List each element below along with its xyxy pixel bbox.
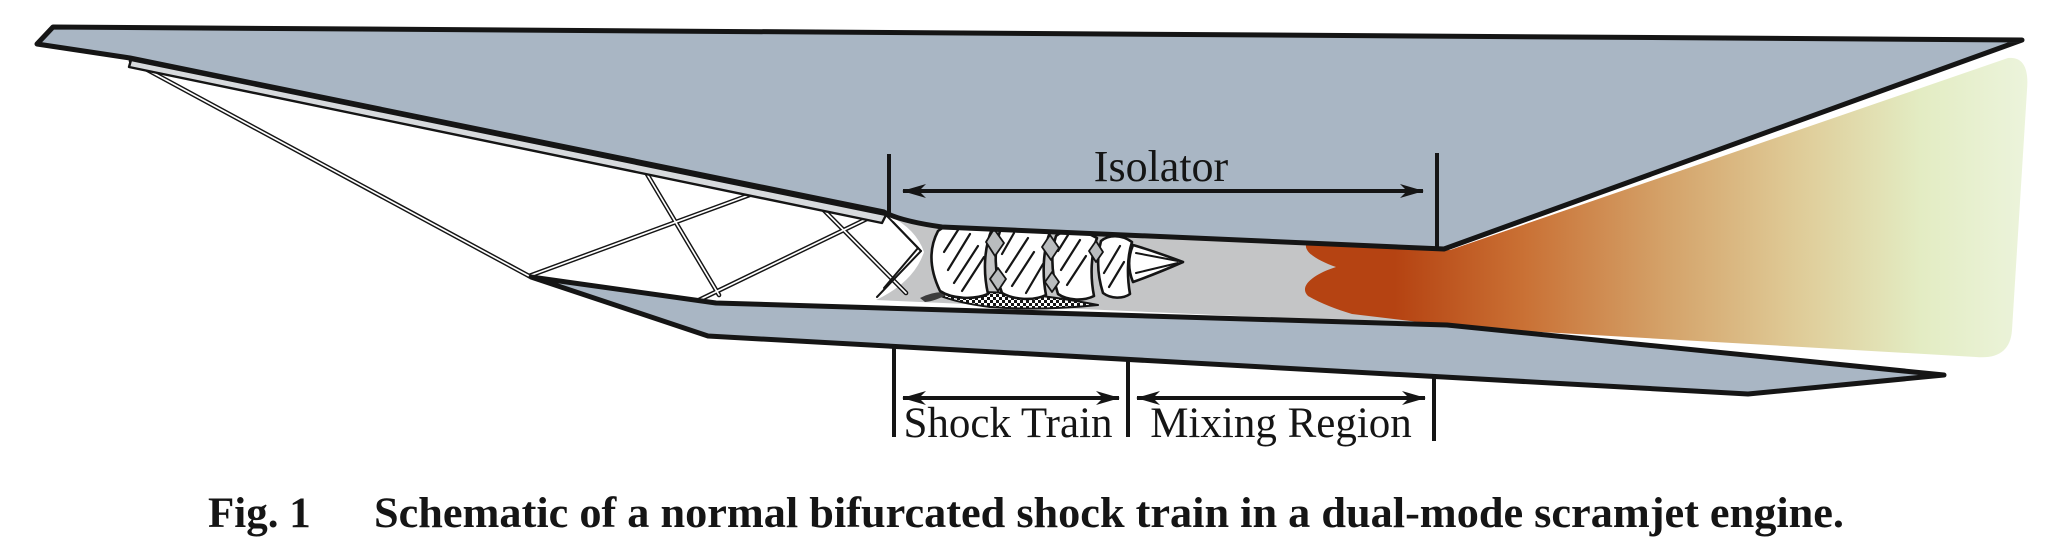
shock-train-cells xyxy=(930,222,1185,301)
lower-engine-body xyxy=(528,274,1947,397)
bottom-bl-dark-sliver xyxy=(920,292,950,302)
mixing-region-label: Mixing Region xyxy=(1150,400,1412,447)
inlet-interior xyxy=(130,62,922,299)
intercell-diamonds xyxy=(985,228,1104,293)
cell-hatching xyxy=(942,228,1126,295)
exhaust-plume-flame xyxy=(1304,57,2028,358)
shock-train-label: Shock Train xyxy=(903,400,1112,447)
isolator-label: Isolator xyxy=(1094,142,1229,191)
forebody-ramp-strip xyxy=(127,58,888,225)
figure-caption: Fig. 1 Schematic of a normal bifurcated … xyxy=(208,490,1844,537)
upper-engine-body xyxy=(34,24,2025,252)
lower-annotations: Shock Train Mixing Region xyxy=(892,347,1436,447)
isolator-annotation: Isolator xyxy=(887,142,1439,248)
figure-caption-text: Schematic of a normal bifurcated shock t… xyxy=(374,490,1844,537)
lambda-shock-legs xyxy=(876,214,922,298)
figure-caption-tag: Fig. 1 xyxy=(208,490,311,537)
flame-front xyxy=(1304,228,1444,325)
